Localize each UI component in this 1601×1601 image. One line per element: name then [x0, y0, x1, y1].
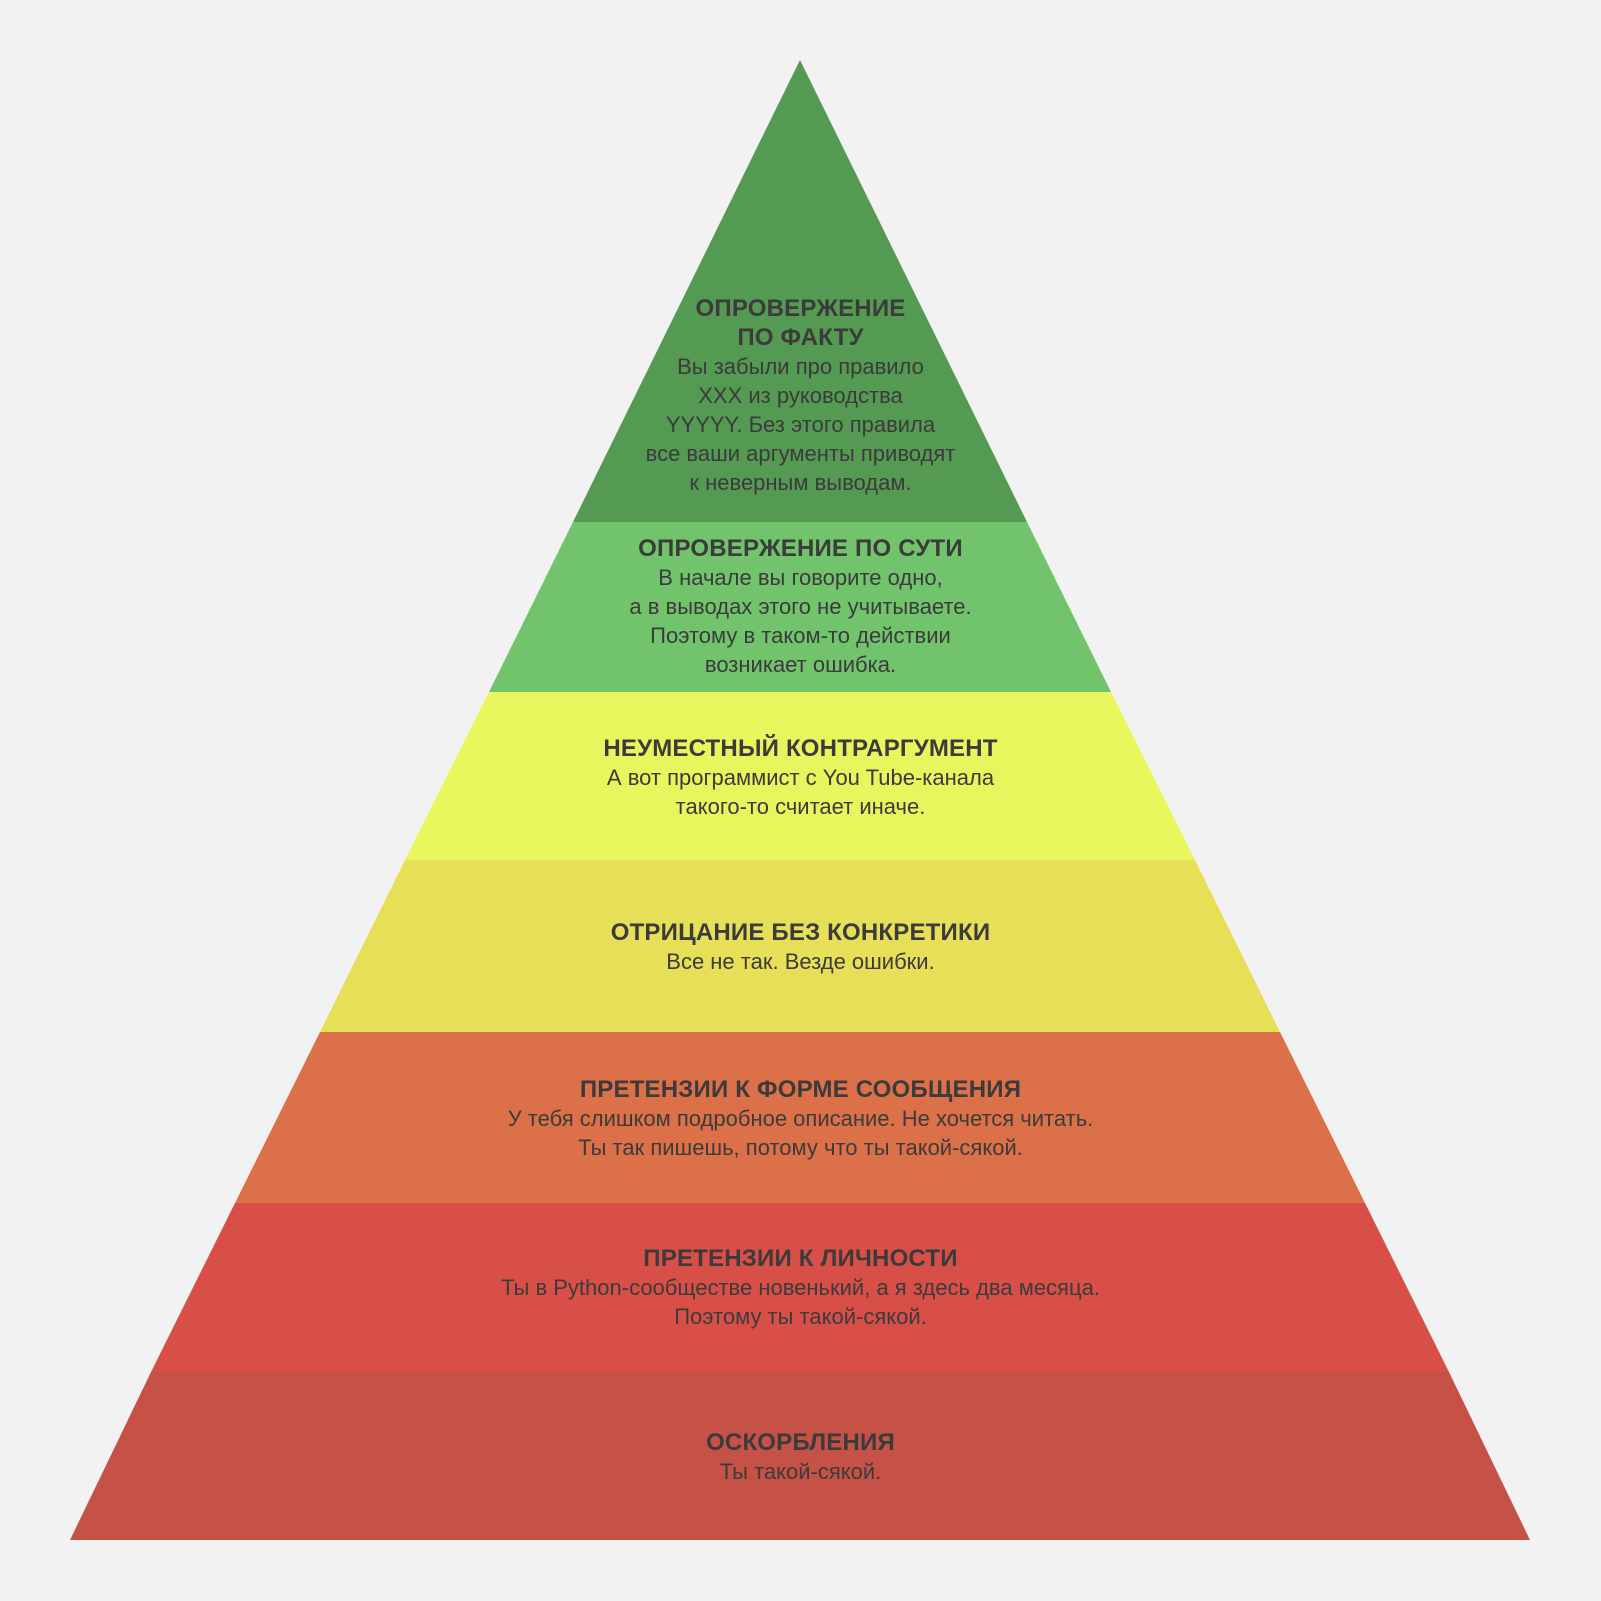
level-title: ОПРОВЕРЖЕНИЕ ПО СУТИ — [638, 535, 963, 562]
pyramid-level-7-shape — [573, 60, 1027, 522]
level-insults: ОСКОРБЛЕНИЯ Ты такой-сякой. — [0, 1428, 1601, 1486]
level-title: ОСКОРБЛЕНИЯ — [706, 1429, 895, 1456]
pyramid-level-5-shape — [405, 692, 1195, 860]
level-description: Вы забыли про правило XXX из руководства… — [645, 354, 956, 495]
pyramid-level-6-shape — [489, 522, 1111, 692]
pyramid-level-2-shape — [151, 1203, 1449, 1372]
level-description: У тебя слишком подробное описание. Не хо… — [507, 1106, 1094, 1160]
level-irrelevant-counterargument: НЕУМЕСТНЫЙ КОНТРАРГУМЕНТ А вот программи… — [0, 734, 1601, 821]
level-title: ПРЕТЕНЗИИ К ЛИЧНОСТИ — [643, 1245, 958, 1272]
level-description: Ты такой-сякой. — [719, 1459, 882, 1484]
level-description: Ты в Python-сообществе новенький, а я зд… — [501, 1275, 1100, 1329]
pyramid-level-4-shape — [320, 860, 1280, 1032]
level-title: ОТРИЦАНИЕ БЕЗ КОНКРЕТИКИ — [610, 919, 991, 946]
pyramid-level-3-shape — [235, 1032, 1365, 1203]
level-title: НЕУМЕСТНЫЙ КОНТРАРГУМЕНТ — [603, 735, 998, 762]
level-essence-refutation: ОПРОВЕРЖЕНИЕ ПО СУТИ В начале вы говорит… — [0, 534, 1601, 679]
level-description: В начале вы говорите одно, а в выводах э… — [629, 565, 972, 677]
level-fact-refutation: ОПРОВЕРЖЕНИЕ ПО ФАКТУ Вы забыли про прав… — [0, 294, 1601, 497]
level-description: Все не так. Везде ошибки. — [666, 949, 935, 974]
level-denial-without-specifics: ОТРИЦАНИЕ БЕЗ КОНКРЕТИКИ Все не так. Вез… — [0, 918, 1601, 976]
level-description: А вот программист с You Tube-канала тако… — [606, 765, 995, 819]
level-personal-claims: ПРЕТЕНЗИИ К ЛИЧНОСТИ Ты в Python-сообщес… — [0, 1244, 1601, 1331]
level-title: ПРЕТЕНЗИИ К ФОРМЕ СООБЩЕНИЯ — [579, 1076, 1022, 1103]
level-form-claims: ПРЕТЕНЗИИ К ФОРМЕ СООБЩЕНИЯ У тебя слишк… — [0, 1075, 1601, 1162]
pyramid-level-1-shape — [70, 1372, 1530, 1540]
level-title: ОПРОВЕРЖЕНИЕ ПО ФАКТУ — [695, 295, 906, 351]
